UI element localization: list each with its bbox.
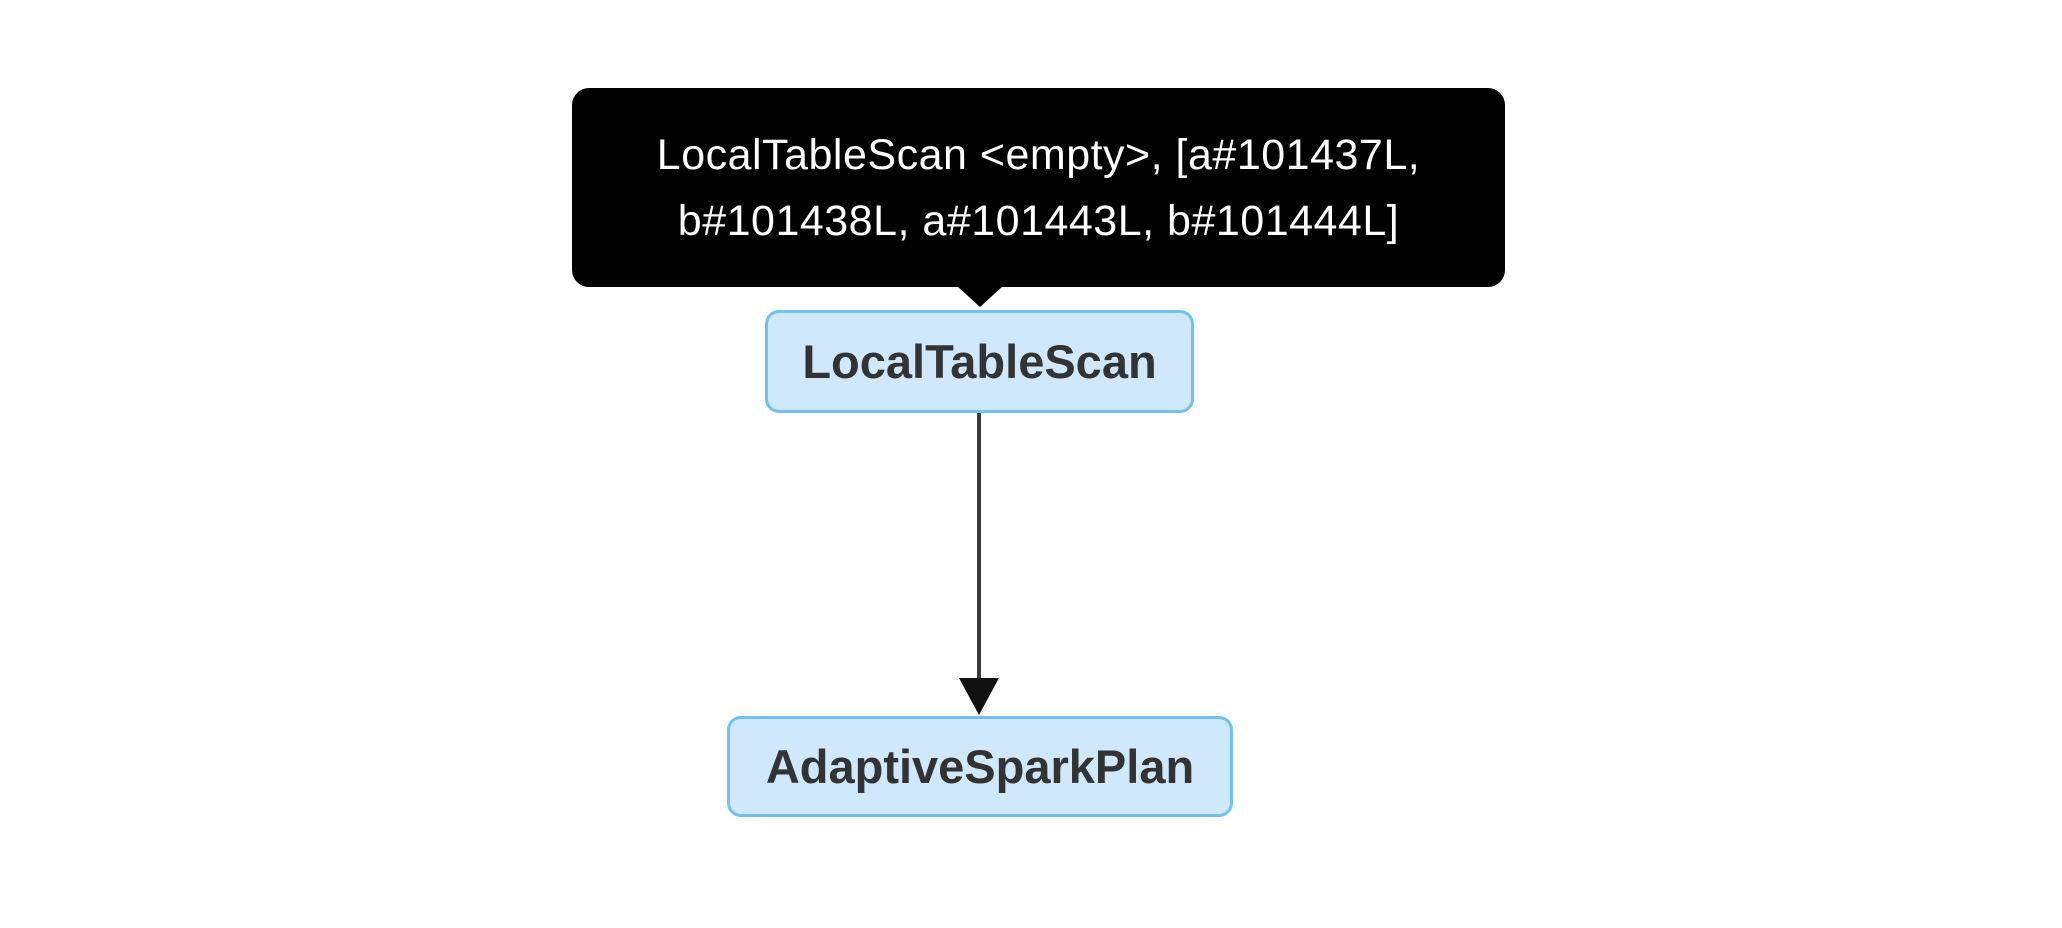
tooltip-caret-icon bbox=[957, 286, 1003, 307]
tooltip-line-2: b#101438L, a#101443L, b#101444L] bbox=[677, 196, 1400, 245]
plan-node-adaptivesparkplan[interactable]: AdaptiveSparkPlan bbox=[727, 716, 1233, 817]
tooltip-line-1: LocalTableScan <empty>, [a#101437L, bbox=[656, 130, 1421, 179]
edge-arrowhead-icon bbox=[959, 678, 999, 715]
plan-node-localtablescan-label: LocalTableScan bbox=[802, 335, 1157, 388]
node-tooltip: LocalTableScan <empty>, [a#101437L, b#10… bbox=[572, 88, 1505, 287]
edge-line bbox=[977, 413, 981, 679]
plan-node-adaptivesparkplan-label: AdaptiveSparkPlan bbox=[765, 740, 1195, 793]
plan-node-localtablescan[interactable]: LocalTableScan bbox=[765, 310, 1194, 413]
